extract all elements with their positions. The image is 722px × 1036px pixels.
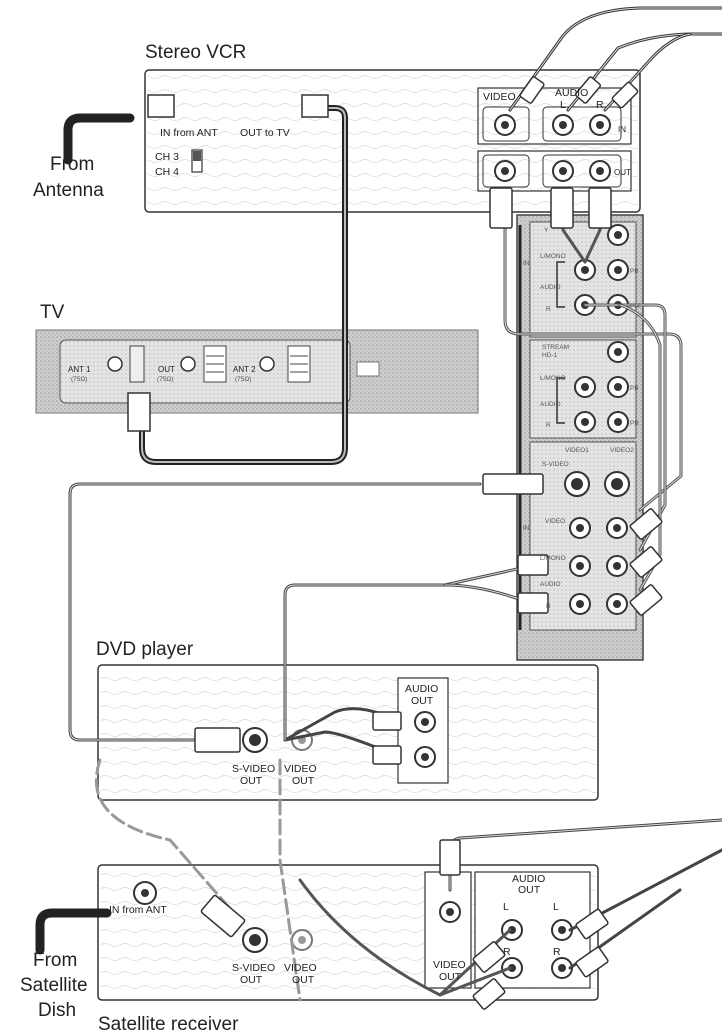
panel-hd1-label: HD-1 (542, 352, 558, 359)
satellite-source-line1: From (33, 950, 77, 971)
tv-ant2-label: ANT 2 (233, 365, 256, 374)
vcr-in-label: IN (618, 125, 626, 134)
panel-pr-label-1: PR (630, 303, 639, 310)
panel-video2-label: VIDEO2 (610, 447, 634, 454)
sat-audio-out-line2: OUT (518, 884, 541, 896)
panel-r-label-3: R (546, 603, 551, 610)
sat-in-from-ant-label: IN from ANT (109, 904, 167, 916)
panel-svideo-label: S-VIDEO (542, 461, 569, 468)
panel-pb-label-1: PB (630, 268, 639, 275)
panel-in-label-2: IN (523, 525, 530, 532)
sat-audio-out-line1: AUDIO (512, 873, 545, 885)
dvd-video-out-line1: VIDEO (284, 763, 317, 775)
sat-r-label-1: R (503, 946, 511, 958)
sat-svideo-out-line1: S-VIDEO (232, 962, 275, 974)
cable-plugs (127, 76, 663, 1010)
satellite-source-line3: Dish (38, 1000, 76, 1021)
sat-video-out-b-line2: OUT (439, 971, 462, 983)
vcr-ch4-label: CH 4 (155, 166, 179, 178)
vcr-ch3-label: CH 3 (155, 151, 179, 163)
panel-audio-label-3: AUDIO (540, 581, 561, 588)
sat-video-out-line2: OUT (292, 974, 315, 986)
panel-stream-label: STREAM (542, 344, 569, 351)
panel-pb-label-2: PB (630, 385, 639, 392)
panel-y-label-1: Y (544, 227, 549, 234)
vcr-in-from-ant-label: IN from ANT (160, 127, 218, 139)
sat-l-label-1: L (503, 901, 509, 913)
panel-r-label-2: R (546, 422, 551, 429)
dvd-title: DVD player (96, 639, 194, 660)
tv-title: TV (40, 302, 65, 323)
vcr-r-label: R (596, 99, 604, 111)
sat-video-out-b-line1: VIDEO (433, 959, 466, 971)
vcr-video-label: VIDEO (483, 91, 516, 103)
satellite-source-line2: Satellite (20, 975, 88, 996)
sat-video-out-line1: VIDEO (284, 962, 317, 974)
vcr-out-label: OUT (614, 168, 631, 177)
panel-audio-label-2: AUDIO (540, 401, 561, 408)
tv-ant2-ohm: (75Ω) (235, 376, 251, 383)
tv-ant1-label: ANT 1 (68, 365, 91, 374)
antenna-source-line1: From (50, 154, 94, 175)
tv-out-label: OUT (158, 365, 175, 374)
dvd-audio-out-line2: OUT (411, 695, 434, 707)
antenna-source-line2: Antenna (33, 180, 104, 201)
panel-pr-label-2: PR (630, 420, 639, 427)
dvd-svideo-out-line1: S-VIDEO (232, 763, 275, 775)
vcr-unit (144, 69, 641, 213)
panel-audio-label-1: AUDIO (540, 284, 561, 291)
vcr-out-to-tv-label: OUT to TV (240, 127, 290, 139)
sat-l-label-2: L (553, 901, 559, 913)
dvd-unit (97, 664, 599, 801)
panel-lmono-label-1: L/MONO (540, 253, 566, 260)
satellite-jacks (133, 881, 573, 979)
panel-video1-label: VIDEO1 (565, 447, 589, 454)
dvd-svideo-out-line2: OUT (240, 775, 263, 787)
panel-r-label-1: R (546, 306, 551, 313)
vcr-ch-switch (191, 149, 203, 173)
vcr-l-label: L (560, 99, 566, 111)
panel-video-label: VIDEO (545, 518, 565, 525)
panel-in-label-1: IN (523, 260, 530, 267)
satellite-title: Satellite receiver (98, 1014, 239, 1035)
panel-lmono-label-3: L/MONO (540, 555, 566, 562)
sat-svideo-out-line2: OUT (240, 974, 263, 986)
vcr-jacks (494, 114, 611, 182)
vcr-title: Stereo VCR (145, 42, 246, 63)
dvd-audio-out-line1: AUDIO (405, 683, 438, 695)
tv-rear-panel (35, 329, 479, 414)
vcr-audio-label: AUDIO (555, 87, 588, 99)
tv-out-ohm: (75Ω) (157, 376, 173, 383)
tv-panel-jacks (556, 224, 630, 615)
tv-ant1-ohm: (75Ω) (71, 376, 87, 383)
sat-r-label-2: R (553, 946, 561, 958)
dvd-video-out-line2: OUT (292, 775, 315, 787)
panel-lmono-label-2: L/MONO (540, 375, 566, 382)
